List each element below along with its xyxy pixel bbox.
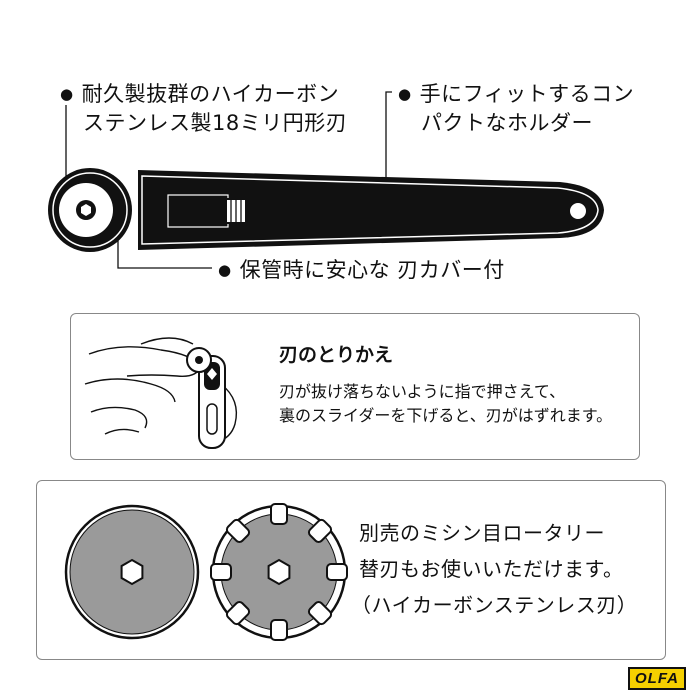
blade-feature-line-2: ステンレス製18ミリ円形刃	[83, 111, 348, 135]
cover-feature-text: 保管時に安心な 刃カバー付	[239, 258, 505, 282]
replacement-title: 刃のとりかえ	[279, 344, 394, 366]
bullet-icon: ●	[60, 85, 74, 103]
cover-feature: ● 保管時に安心な 刃カバー付	[218, 256, 505, 285]
spare-blades-line-2: 替刃もお使いいただけます。	[359, 557, 624, 581]
round-blade-icon	[64, 504, 200, 640]
rotary-cutter-illustration	[48, 91, 604, 269]
blade-feature-text-1: 耐久製抜群のハイカーボン	[81, 82, 340, 106]
blade-guard	[167, 194, 229, 228]
handle-outline	[141, 175, 599, 245]
cover-callout-line	[117, 232, 212, 269]
holder-callout-line	[385, 91, 392, 178]
hex-bolt-icon	[81, 204, 91, 216]
holder-feature-line-2: パクトなホルダー	[421, 111, 593, 135]
holder-feature: ● 手にフィットするコン パクトなホルダー	[398, 80, 634, 138]
blade-feature: ● 耐久製抜群のハイカーボン ステンレス製18ミリ円形刃	[60, 80, 347, 138]
holder-feature-text-1: 手にフィットするコン	[419, 82, 635, 106]
spare-blades-line-1: 別売のミシン目ロータリー	[359, 521, 605, 545]
hand-replacing-blade-icon	[84, 337, 238, 449]
bullet-icon: ●	[398, 85, 412, 103]
replacement-instructions: 刃が抜け落ちないように指で押さえて、 裏のスライダーを下げると、刃がはずれます。	[279, 380, 612, 428]
spare-blades-line-3: （ハイカーボンステンレス刃）	[351, 593, 638, 617]
replacement-panel: 刃のとりかえ 刃が抜け落ちないように指で押さえて、 裏のスライダーを下げると、刃…	[70, 313, 640, 460]
blade-illustrations	[64, 503, 348, 641]
blade-feature-line-1: ● 耐久製抜群のハイカーボン	[60, 80, 347, 109]
handle-body	[138, 170, 604, 250]
replacement-line-1: 刃が抜け落ちないように指で押さえて、	[279, 382, 566, 401]
replacement-line-2: 裏のスライダーを下げると、刃がはずれます。	[279, 406, 613, 425]
olfa-logo: OLFA	[628, 667, 686, 690]
blade-head-ring	[52, 172, 128, 248]
spare-blades-text: 別売のミシン目ロータリー 替刃もお使いいただけます。 （ハイカーボンステンレス刃…	[351, 515, 637, 623]
perforation-blade-icon	[210, 503, 348, 641]
spare-blades-panel: 別売のミシン目ロータリー 替刃もお使いいただけます。 （ハイカーボンステンレス刃…	[36, 480, 666, 660]
bullet-icon: ●	[218, 261, 232, 279]
holder-feature-line-1: ● 手にフィットするコン	[398, 80, 634, 109]
hanging-hole-icon	[568, 201, 588, 221]
